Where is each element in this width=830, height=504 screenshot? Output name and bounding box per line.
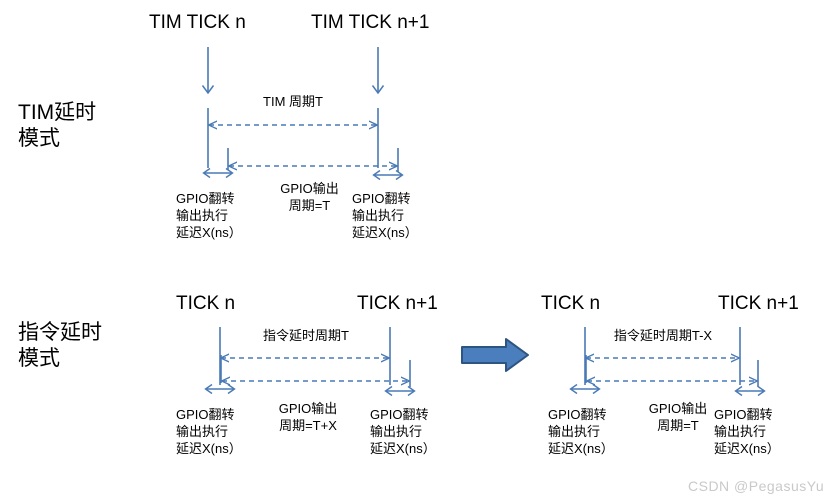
tim-note-left: GPIO翻转 输出执行 延迟X(ns）: [176, 191, 242, 240]
instr-after-tick-right-title: TICK n+1: [718, 293, 799, 314]
instr-mode-label: 指令延时 模式: [18, 321, 102, 370]
instr-before-note-left: GPIO翻转 输出执行 延迟X(ns）: [176, 407, 242, 456]
tim-tick-right-down-arrow: [371, 47, 385, 95]
instr-after-period-label: 指令延时周期T-X: [613, 328, 713, 343]
instr-before-output-period-note: GPIO输出 周期=T+X: [278, 401, 338, 433]
tim-period-label: TIM 周期T: [263, 94, 323, 109]
tim-tick-left-title: TIM TICK n: [149, 12, 246, 33]
watermark: CSDN @PegasusYu: [688, 478, 825, 494]
instr-before-period-label: 指令延时周期T: [263, 328, 349, 343]
instr-before-delay-marker-left: [204, 383, 236, 395]
instr-after-note-left: GPIO翻转 输出执行 延迟X(ns）: [548, 407, 614, 456]
instr-before-note-right: GPIO翻转 输出执行 延迟X(ns）: [370, 407, 436, 456]
instr-before-tick-right-title: TICK n+1: [357, 293, 438, 314]
tim-tick-left-down-arrow: [201, 47, 215, 95]
instr-after-delay-marker-right: [734, 385, 766, 397]
transition-right-arrow-icon: [461, 338, 529, 372]
tim-output-period-note: GPIO输出 周期=T: [280, 181, 339, 213]
tim-delay-marker-right: [372, 169, 404, 181]
tim-delay-marker-left: [202, 167, 234, 179]
instr-after-output-period-note: GPIO输出 周期=T: [648, 401, 708, 433]
instr-after-delay-marker-left: [569, 383, 601, 395]
instr-before-delay-marker-right: [384, 385, 416, 397]
tim-note-right: GPIO翻转 输出执行 延迟X(ns）: [352, 191, 418, 240]
instr-before-tick-left-title: TICK n: [176, 293, 236, 314]
instr-after-note-right: GPIO翻转 输出执行 延迟X(ns）: [714, 407, 780, 456]
tim-mode-label: TIM延时 模式: [18, 101, 97, 150]
instr-after-tick-left-title: TICK n: [541, 293, 601, 314]
tim-tick-right-title: TIM TICK n+1: [311, 12, 430, 33]
